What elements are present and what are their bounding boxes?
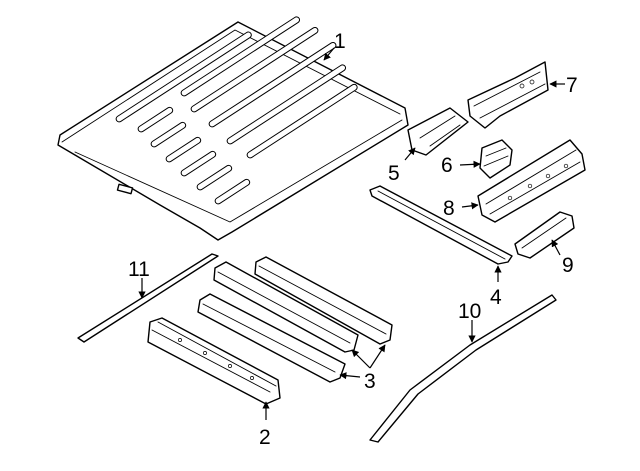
roof-bows-part-3 [197, 256, 393, 383]
callout-6: 6 [441, 154, 453, 177]
rear-header-part-8 [477, 139, 586, 223]
reinforcement-part-7 [467, 61, 549, 129]
callout-labels: 1 2 3 4 5 6 7 8 9 10 11 [128, 30, 578, 449]
bracket-part-6 [479, 139, 513, 179]
roof-panel-part-1 [57, 16, 409, 241]
callout-1: 1 [334, 30, 346, 53]
drip-molding-part-10 [369, 294, 557, 443]
callout-8: 8 [443, 197, 455, 220]
side-rail-part-4 [369, 185, 513, 265]
front-header-part-2 [147, 317, 281, 405]
plate-part-9 [514, 211, 575, 259]
callout-5: 5 [388, 162, 400, 185]
callout-10: 10 [458, 300, 481, 323]
callout-7: 7 [566, 74, 578, 97]
leader-lines [138, 47, 565, 420]
callout-9: 9 [562, 254, 574, 277]
callout-2: 2 [259, 426, 271, 449]
callout-3: 3 [364, 370, 376, 393]
callout-4: 4 [490, 286, 502, 309]
bracket-part-5 [407, 107, 469, 156]
callout-11: 11 [128, 258, 150, 281]
weatherstrip-part-11 [77, 253, 219, 343]
roof-panel-ribs [115, 16, 358, 205]
